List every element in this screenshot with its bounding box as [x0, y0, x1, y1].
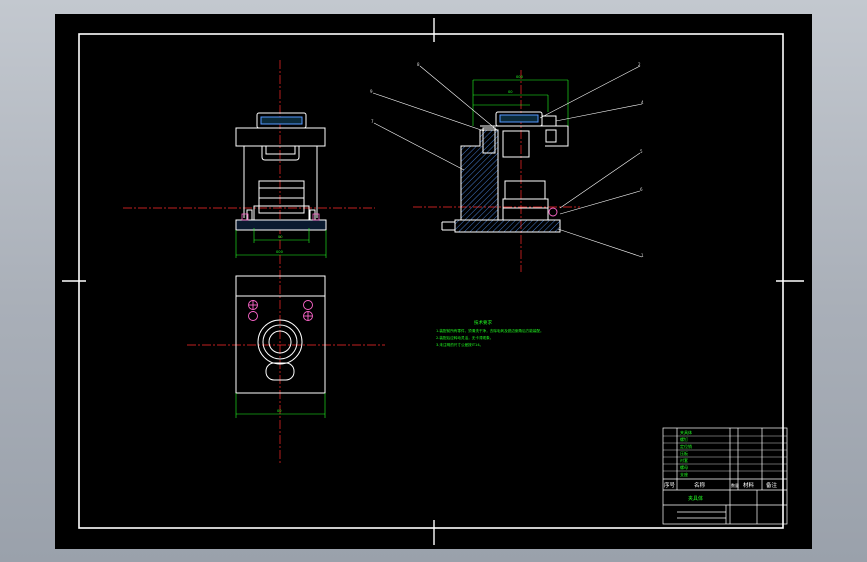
side-view: 000 00 8 9 7 2 4 5 6 1	[370, 62, 644, 272]
notes-heading: 技术要求	[474, 319, 492, 326]
tb-item: 螺母	[680, 464, 688, 470]
tb-header: 名称	[694, 481, 706, 489]
note-line: 2.装配后应转动灵活，无卡滞现象。	[436, 335, 493, 340]
title-block: 夹具体 螺钉 定位销 压板 衬套 螺母 支座 序号 名称 数量 材料 备注 夹具…	[662, 427, 788, 525]
drawing-name: 夹具体	[688, 495, 703, 502]
tb-header: 数量	[731, 482, 739, 488]
tb-item: 支座	[680, 471, 688, 477]
note-line: 1.装配前所有零件，须清洗干净，去除毛刺及锐边倒角后方能装配。	[436, 328, 544, 333]
part-number: 1	[641, 253, 644, 258]
side-dim-top: 000	[516, 75, 524, 79]
tb-item: 定位销	[680, 443, 692, 449]
technical-notes: 技术要求 1.装配前所有零件，须清洗干净，去除毛刺及锐边倒角后方能装配。 2.装…	[436, 319, 544, 347]
tb-item: 压板	[680, 450, 688, 456]
plan-dim-width: 00	[277, 409, 282, 413]
tb-item: 螺钉	[680, 436, 688, 442]
part-number: 7	[371, 119, 374, 124]
part-number: 4	[641, 100, 644, 105]
front-view: 00 000	[123, 60, 375, 258]
tb-header: 材料	[743, 481, 755, 489]
drawing-frame	[78, 33, 784, 529]
tb-item: 夹具体	[680, 429, 692, 435]
side-dim-mid: 00	[508, 90, 513, 94]
centering-marks	[62, 18, 804, 545]
tb-header: 序号	[664, 481, 676, 489]
front-dim-base: 00	[278, 235, 283, 239]
front-dim-bottom: 000	[276, 250, 284, 254]
part-number: 6	[640, 187, 643, 192]
note-line: 3.未注明的尺寸公差按IT14。	[436, 342, 483, 347]
tb-item: 衬套	[680, 457, 688, 463]
center-line	[123, 60, 375, 250]
drawing-sheet	[55, 14, 812, 549]
tb-header: 备注	[766, 481, 778, 489]
plan-view: 00	[187, 255, 385, 465]
part-number: 9	[370, 89, 373, 94]
part-number: 2	[638, 62, 641, 67]
part-number: 8	[417, 62, 420, 67]
part-number: 5	[640, 149, 643, 154]
